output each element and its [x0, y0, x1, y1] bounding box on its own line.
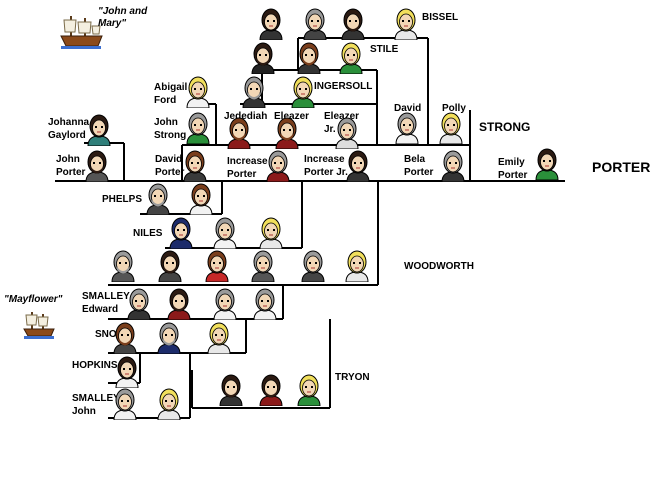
portrait-34	[345, 250, 369, 282]
person-polly: Polly	[442, 103, 466, 114]
family-strong: STRONG	[479, 120, 531, 134]
portrait-21	[346, 150, 370, 182]
portrait-28	[259, 217, 283, 249]
portrait-30	[158, 250, 182, 282]
portrait-16	[439, 112, 463, 144]
portrait-12	[227, 117, 251, 149]
person-david-porter: David Porter	[155, 154, 185, 178]
person-eleazer: Eleazer	[274, 111, 310, 122]
portrait-6	[297, 42, 321, 74]
person-johanna-gaylord: Johanna Gaylord	[48, 117, 90, 141]
portrait-43	[113, 388, 137, 420]
person-emily-porter: Emily Porter	[498, 157, 528, 181]
portrait-40	[157, 322, 181, 354]
family-tryon: TRYON	[335, 372, 370, 383]
portrait-3	[341, 8, 365, 40]
john-and-mary-ship-icon	[60, 16, 103, 49]
portrait-20	[266, 150, 290, 182]
portrait-10	[186, 76, 210, 108]
family-smalley-john: SMALLEY John	[72, 393, 120, 417]
portrait-22	[441, 150, 465, 182]
portrait-13	[275, 117, 299, 149]
portrait-5	[251, 42, 275, 74]
family-niles: NILES	[133, 228, 163, 239]
person-bela-porter: Bela Porter	[404, 154, 434, 178]
portrait-32	[251, 250, 275, 282]
portrait-14	[335, 117, 359, 149]
person-increase-porter: Increase Porter	[227, 156, 268, 180]
portrait-17	[87, 114, 111, 146]
portrait-23	[535, 148, 559, 180]
portrait-45	[219, 374, 243, 406]
family-woodworth: WOODWORTH	[404, 261, 474, 272]
portrait-47	[297, 374, 321, 406]
person-jedediah: Jedediah	[224, 111, 268, 122]
portrait-31	[205, 250, 229, 282]
family-ingersoll: INGERSOLL	[314, 81, 373, 92]
portrait-4	[394, 8, 418, 40]
portrait-8	[242, 76, 266, 108]
person-eleazer-jr: Eleazer Jr.	[324, 111, 360, 135]
portrait-19	[183, 150, 207, 182]
portrait-29	[111, 250, 135, 282]
portrait-41	[207, 322, 231, 354]
family-snow: SNOW	[95, 329, 127, 340]
portrait-25	[189, 183, 213, 215]
portrait-26	[169, 217, 193, 249]
portrait-39	[113, 322, 137, 354]
portrait-2	[303, 8, 327, 40]
portrait-11	[186, 112, 210, 144]
family-phelps: PHELPS	[102, 194, 143, 205]
portrait-35	[127, 288, 151, 320]
portrait-9	[291, 76, 315, 108]
portrait-44	[157, 388, 181, 420]
family-porter: PORTER	[592, 159, 651, 175]
portrait-1	[259, 8, 283, 40]
portrait-36	[167, 288, 191, 320]
mayflower-ship-icon	[23, 312, 55, 339]
portrait-15	[395, 112, 419, 144]
portrait-27	[213, 217, 237, 249]
family-hopkins: HOPKINS	[72, 360, 118, 371]
family-smalley-edward: SMALLEY Edward	[82, 291, 130, 315]
portrait-38	[253, 288, 277, 320]
portrait-42	[115, 356, 139, 388]
portrait-18	[85, 150, 109, 182]
portrait-7	[339, 42, 363, 74]
person-john-porter: John Porter	[56, 154, 86, 178]
person-david: David	[394, 103, 422, 114]
mayflower-caption: "Mayflower"	[4, 294, 63, 305]
portrait-24	[146, 183, 170, 215]
family-stile: STILE	[370, 44, 399, 55]
family-bissel: BISSEL	[422, 12, 459, 23]
john-and-mary-caption: "John and Mary"	[98, 6, 148, 29]
person-increase-porter-jr: Increase Porter Jr.	[304, 154, 348, 178]
person-abigail-ford: Abigail Ford	[154, 82, 188, 106]
person-john-strong: John Strong	[154, 117, 187, 141]
portrait-33	[301, 250, 325, 282]
portrait-46	[259, 374, 283, 406]
portrait-37	[213, 288, 237, 320]
